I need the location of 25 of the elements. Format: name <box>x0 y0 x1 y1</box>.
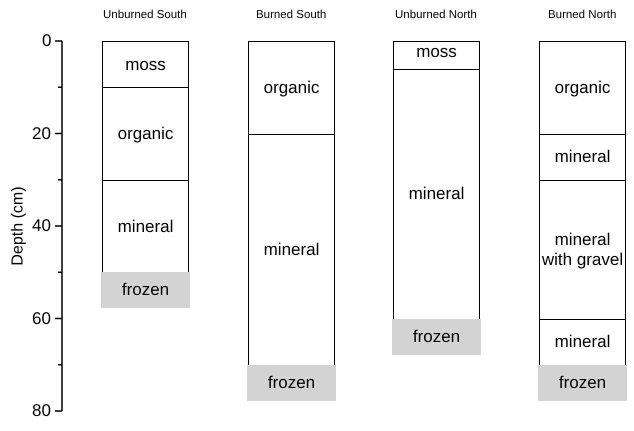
column-title: Unburned South <box>103 9 187 21</box>
soil-layer: mineral <box>248 134 335 366</box>
soil-layer: mineral <box>102 180 189 274</box>
column-title: Burned South <box>256 9 326 21</box>
soil-layer: organic <box>539 41 626 135</box>
tick-label: 80 <box>32 401 51 421</box>
tick-label: 40 <box>32 216 51 236</box>
soil-layer: mineral <box>539 134 626 182</box>
soil-layer: mineral with gravel <box>539 180 626 320</box>
tick-label: 20 <box>32 124 51 144</box>
frozen-layer: frozen <box>538 364 627 401</box>
soil-layer: organic <box>102 87 189 182</box>
frozen-layer: frozen <box>392 318 481 355</box>
tick-label: 0 <box>42 31 52 51</box>
soil-layer: moss <box>393 41 480 70</box>
column-title: Unburned North <box>395 9 477 21</box>
soil-layer: organic <box>248 41 335 135</box>
frozen-layer: frozen <box>247 364 336 401</box>
soil-layer: mineral <box>539 318 626 366</box>
soil-layer: moss <box>102 41 189 89</box>
soil-layer: mineral <box>393 68 480 320</box>
frozen-layer: frozen <box>101 272 190 308</box>
tick-label: 60 <box>32 308 51 328</box>
column-title: Burned North <box>548 9 616 21</box>
axis-title: Depth (cm) <box>9 186 28 266</box>
